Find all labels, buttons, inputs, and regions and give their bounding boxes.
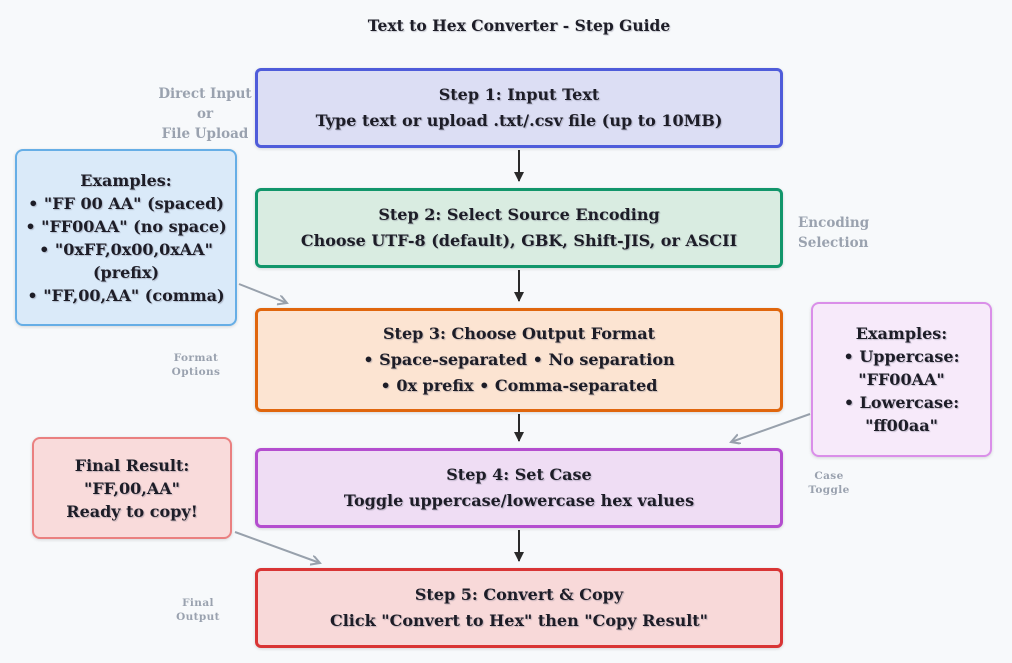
step-4-box: Step 4: Set Case Toggle uppercase/lowerc…	[255, 448, 783, 528]
callout-line: Examples:	[80, 170, 172, 190]
step-2-line: Choose UTF-8 (default), GBK, Shift-JIS, …	[300, 231, 738, 250]
label-direct-input: Direct Input or File Upload	[146, 84, 264, 144]
label-line: Encoding	[798, 215, 870, 231]
callout-line: Examples:	[855, 324, 948, 343]
step-2-box: Step 2: Select Source Encoding Choose UT…	[255, 188, 783, 268]
page-title: Text to Hex Converter - Step Guide	[367, 16, 671, 35]
step-5-line: Click "Convert to Hex" then "Copy Result…	[329, 611, 709, 630]
step-3-line: • Space-separated • No separation	[363, 350, 675, 369]
arrow-input-examples-step3	[238, 283, 287, 303]
label-line: Format	[173, 352, 219, 364]
step-3-heading: Step 3: Choose Output Format	[383, 324, 655, 343]
arrow-final-result-step5	[234, 531, 320, 563]
callout-line: • "FF 00 AA" (spaced)	[28, 193, 224, 213]
step-1-box: Step 1: Input Text Type text or upload .…	[255, 68, 783, 148]
label-case-toggle: Case Toggle	[791, 469, 867, 497]
callout-line: • Lowercase:	[843, 393, 960, 412]
callout-line: • "0xFF,0x00,0xAA"	[39, 239, 213, 259]
callout-line: Ready to copy!	[66, 501, 198, 521]
label-line: Final	[182, 597, 214, 609]
label-line: Case	[814, 470, 844, 482]
step-2-heading: Step 2: Select Source Encoding	[378, 205, 660, 224]
label-line: File Upload	[161, 126, 249, 142]
final-result-callout: Final Result: "FF,00,AA" Ready to copy!	[32, 437, 232, 539]
step-1-line: Type text or upload .txt/.csv file (up t…	[315, 111, 723, 130]
label-encoding-selection: Encoding Selection	[798, 213, 870, 253]
step-5-heading: Step 5: Convert & Copy	[414, 585, 624, 604]
callout-line: • Uppercase:	[843, 347, 960, 366]
arrow-case-examples-step4	[731, 413, 811, 442]
callout-line: "FF00AA"	[858, 370, 945, 389]
step-4-heading: Step 4: Set Case	[446, 465, 592, 484]
label-line: Options	[171, 366, 221, 378]
step-1-heading: Step 1: Input Text	[438, 85, 600, 104]
step-3-line: • 0x prefix • Comma-separated	[380, 376, 658, 395]
callout-line: "FF,00,AA"	[83, 478, 180, 498]
label-final-output: Final Output	[160, 596, 236, 624]
step-3-box: Step 3: Choose Output Format • Space-sep…	[255, 308, 783, 412]
step-4-line: Toggle uppercase/lowercase hex values	[343, 491, 695, 510]
callout-line: (prefix)	[92, 262, 160, 282]
label-line: Direct Input	[158, 86, 252, 102]
input-examples-callout: Examples: • "FF 00 AA" (spaced) • "FF00A…	[15, 149, 237, 326]
callout-line: • "FF00AA" (no space)	[25, 216, 227, 236]
step-5-box: Step 5: Convert & Copy Click "Convert to…	[255, 568, 783, 648]
case-examples-callout: Examples: • Uppercase: "FF00AA" • Lowerc…	[811, 302, 992, 457]
label-line: Toggle	[808, 484, 850, 496]
label-line: or	[196, 106, 214, 122]
label-line: Output	[176, 611, 220, 623]
callout-line: • "FF,00,AA" (comma)	[27, 285, 225, 305]
callout-line: "ff00aa"	[865, 416, 938, 435]
label-format-options: Format Options	[158, 351, 234, 379]
callout-line: Final Result:	[74, 455, 190, 475]
label-line: Selection	[798, 235, 869, 251]
